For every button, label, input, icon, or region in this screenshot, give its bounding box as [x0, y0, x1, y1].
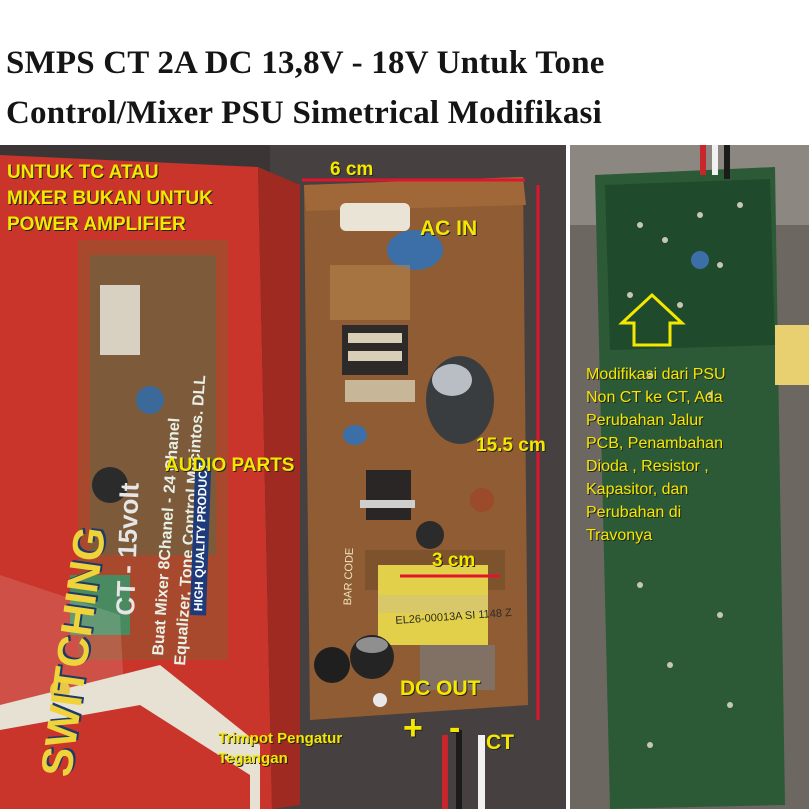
product-title: SMPS CT 2A DC 13,8V - 18V Untuk Tone Con… [6, 38, 806, 138]
trimpot-line-1: Trimpot Pengatur [218, 730, 343, 747]
title-line-2: Control/Mixer PSU Simetrical Modifikasi [6, 95, 602, 131]
trimpot-label: Trimpot Pengatur Tegangan [218, 729, 342, 769]
modification-line-1: Modifikasi dari PSU [586, 366, 726, 383]
modification-note: Modifikasi dari PSU Non CT ke CT, Ada Pe… [586, 363, 726, 547]
modification-line-3: Perubahan Jalur [586, 412, 704, 429]
plus-terminal-label: + [403, 709, 423, 747]
pcb-bar-code-print: BAR CODE [342, 547, 356, 606]
warning-line-2: MIXER BUKAN UNTUK [7, 188, 213, 209]
audio-parts-label: AUDIO PARTS [165, 455, 295, 476]
modification-line-8: Travonya [586, 527, 653, 544]
modification-line-6: Kapasitor, dan [586, 481, 689, 498]
trimpot-line-2: Tegangan [218, 750, 288, 767]
width-label: 6 cm [330, 159, 374, 180]
modification-line-4: PCB, Penambahan [586, 435, 723, 452]
ac-in-label: AC IN [420, 217, 478, 240]
front-photo-illustration [0, 145, 566, 809]
pcb-board [304, 177, 528, 809]
modification-line-5: Dioda , Resistor , [586, 458, 709, 475]
product-photo-back: Modifikasi dari PSU Non CT ke CT, Ada Pe… [570, 145, 809, 809]
title-line-1: SMPS CT 2A DC 13,8V - 18V Untuk Tone [6, 45, 605, 81]
minus-terminal-label: - [449, 709, 461, 747]
box-spec-text: CT - 15volt [110, 482, 145, 617]
modification-line-2: Non CT ke CT, Ada [586, 389, 723, 406]
warning-note: UNTUK TC ATAU MIXER BUKAN UNTUK POWER AM… [7, 160, 213, 238]
ct-terminal-label: CT [486, 731, 514, 754]
warning-line-3: POWER AMPLIFIER [7, 214, 186, 235]
retail-box [0, 155, 300, 809]
modification-line-7: Perubahan di [586, 504, 682, 521]
height-label: 15.5 cm [476, 435, 546, 456]
warning-line-1: UNTUK TC ATAU [7, 162, 159, 183]
back-photo-illustration [570, 145, 809, 809]
dc-out-label: DC OUT [400, 677, 481, 700]
product-photo-front: SWITCHING CT - 15volt Buat Mixer 8Chanel… [0, 145, 566, 809]
small-width-label: 3 cm [432, 550, 476, 571]
up-arrow-icon [618, 292, 686, 347]
